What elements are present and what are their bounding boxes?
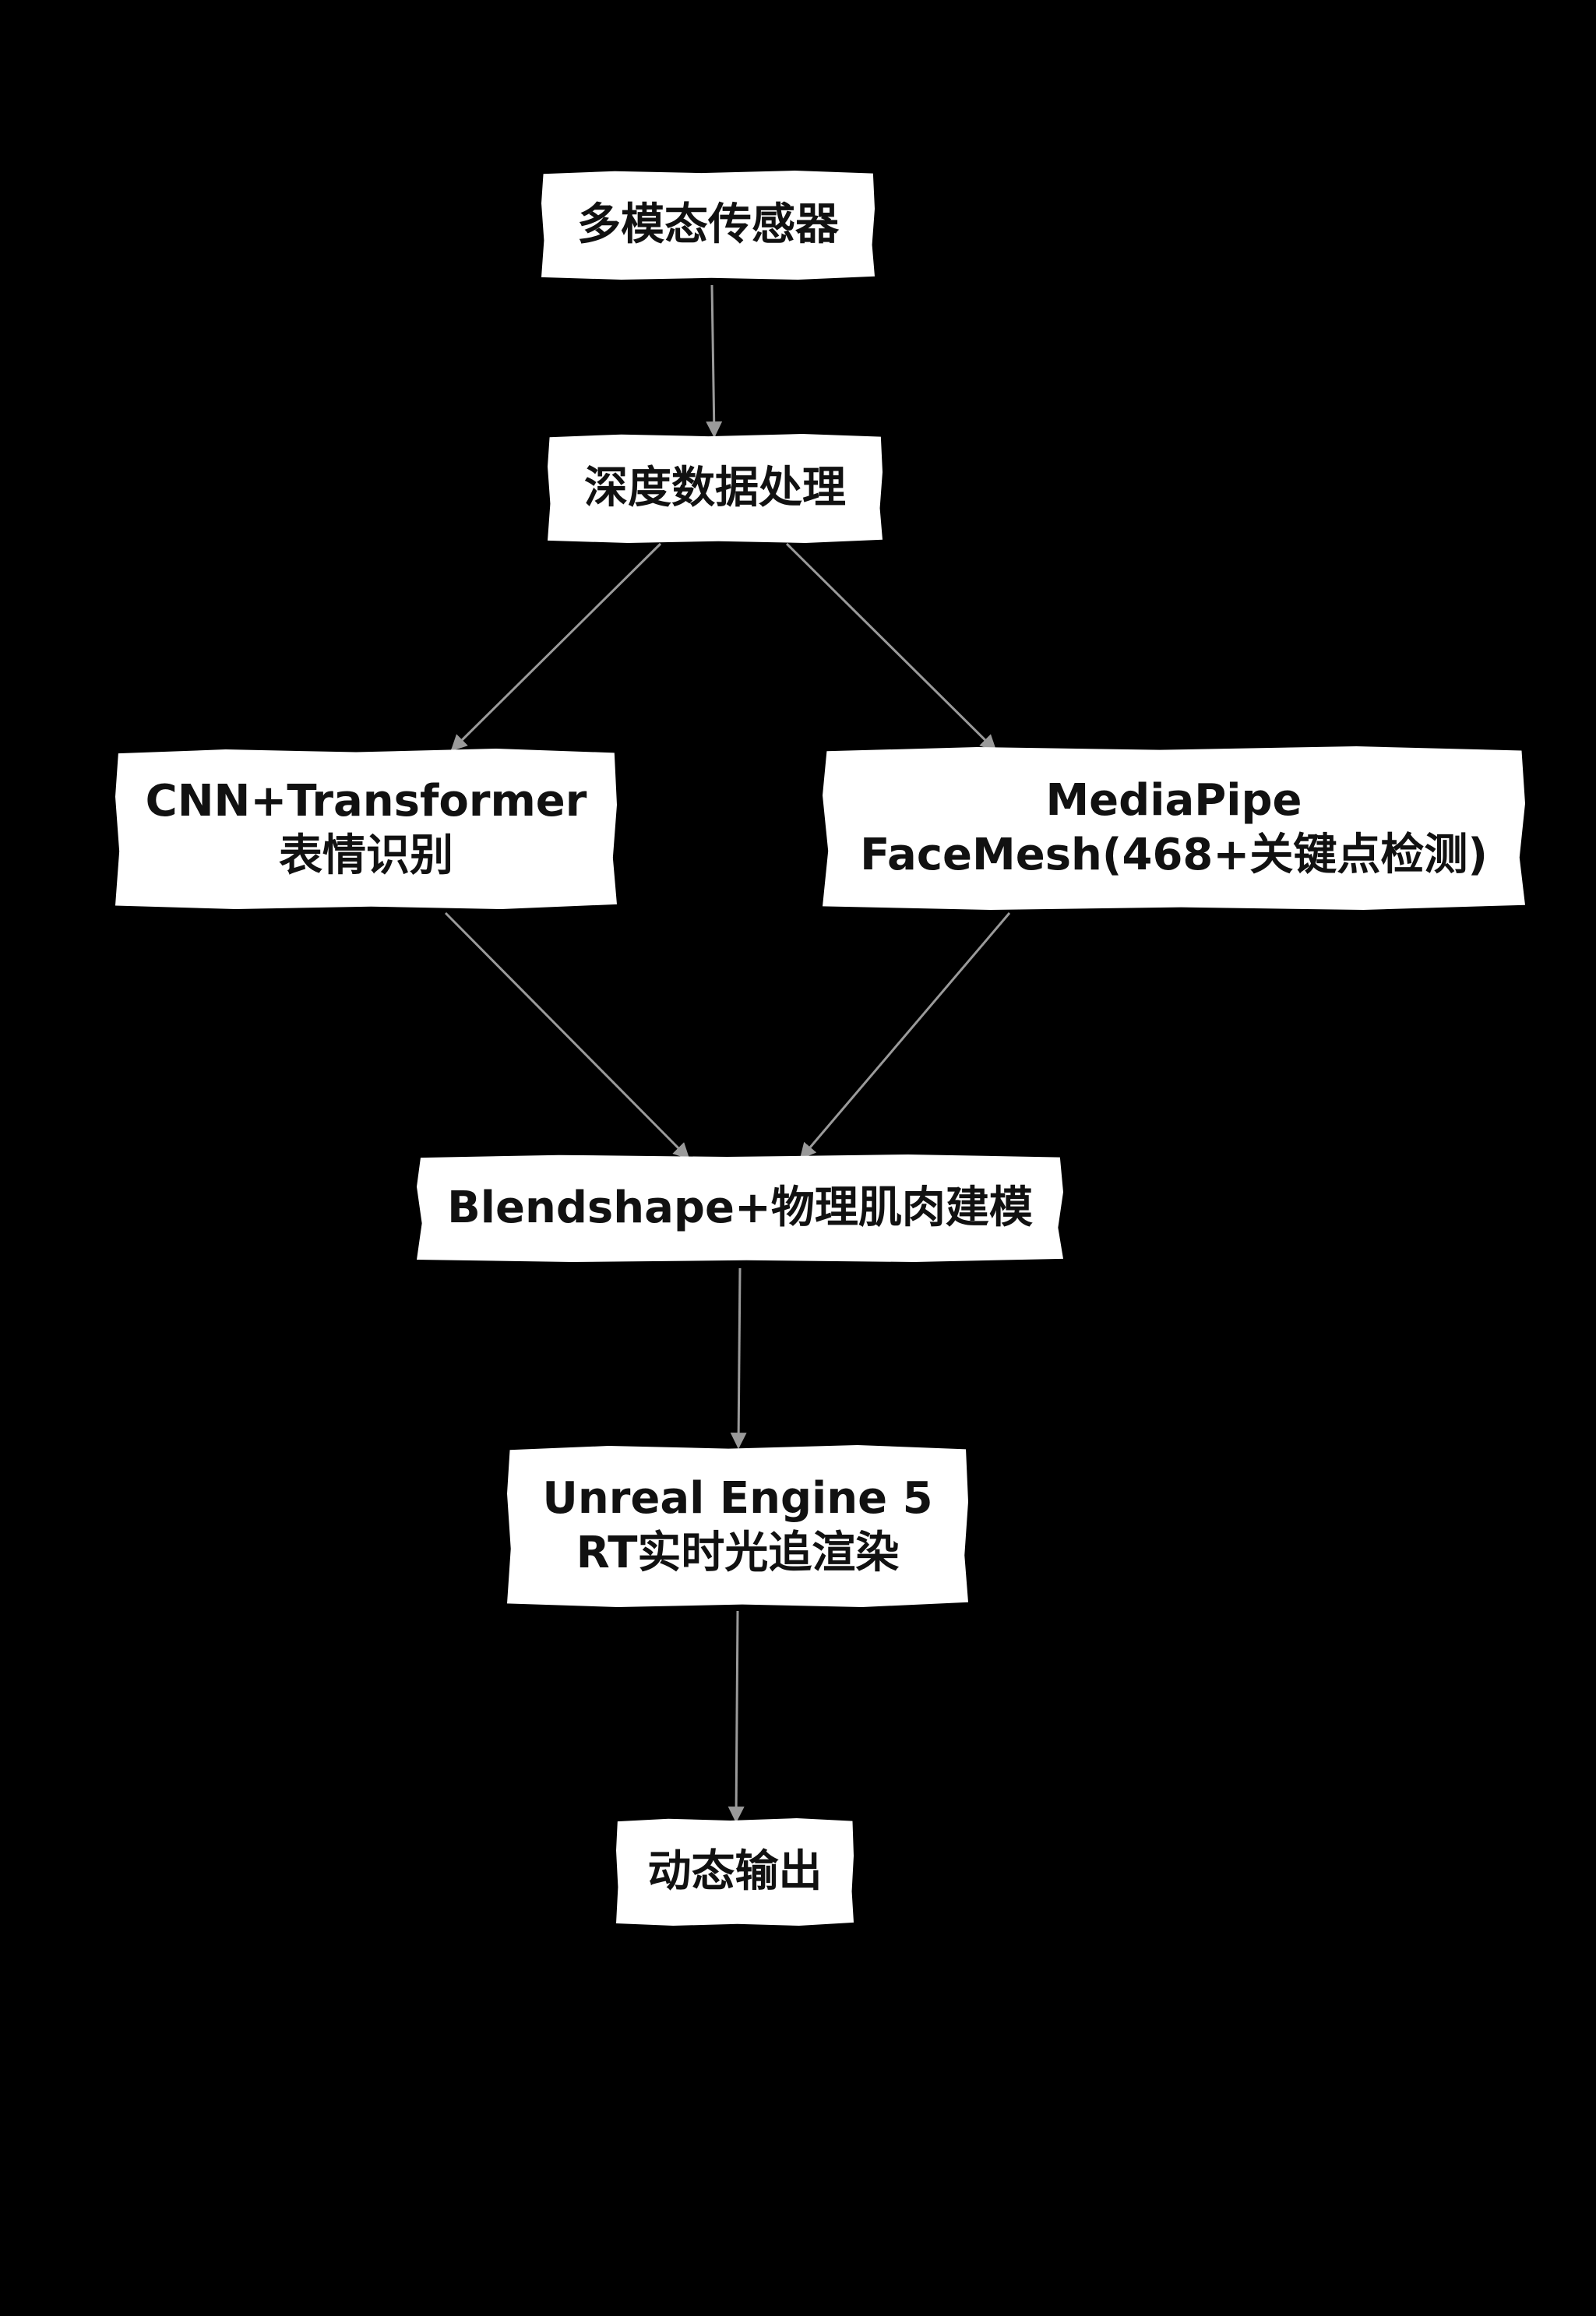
node-label-line-1: CNN+Transformer xyxy=(145,776,587,827)
node-label-line-2: 表情识别 xyxy=(279,830,453,881)
node-depth-processing: 深度数据处理 xyxy=(548,434,883,543)
node-label-line-1: MediaPipe xyxy=(1045,775,1302,826)
node-label: 多模态传感器 xyxy=(577,199,839,250)
node-label: 深度数据处理 xyxy=(584,463,846,513)
edge-mediapipe-to-blend xyxy=(799,912,1011,1160)
node-dynamic-output: 动态输出 xyxy=(616,1818,854,1926)
node-cnn-transformer: CNN+Transformer 表情识别 xyxy=(115,749,617,909)
node-blendshape-muscle: Blendshape+物理肌肉建模 xyxy=(417,1154,1063,1262)
node-label-line-2: RT实时光追渲染 xyxy=(576,1528,900,1578)
edge-blend-to-unreal xyxy=(730,1267,747,1450)
node-unreal-engine: Unreal Engine 5 RT实时光追渲染 xyxy=(507,1445,968,1607)
edge-unreal-to-output xyxy=(728,1610,745,1824)
node-mediapipe-facemesh: MediaPipe FaceMesh(468+关键点检测) xyxy=(823,746,1525,910)
node-label-line-2: FaceMesh(468+关键点检测) xyxy=(860,830,1488,880)
node-label-line-1: Unreal Engine 5 xyxy=(542,1473,933,1524)
node-label: 动态输出 xyxy=(647,1846,823,1897)
edge-depth-to-cnn xyxy=(450,542,662,752)
node-multimodal-sensor: 多模态传感器 xyxy=(541,171,875,280)
edge-sensor-to-depth xyxy=(706,284,723,439)
node-label: Blendshape+物理肌肉建模 xyxy=(447,1183,1033,1233)
edge-cnn-to-blend xyxy=(444,911,690,1160)
edge-depth-to-mediapipe xyxy=(785,542,997,752)
